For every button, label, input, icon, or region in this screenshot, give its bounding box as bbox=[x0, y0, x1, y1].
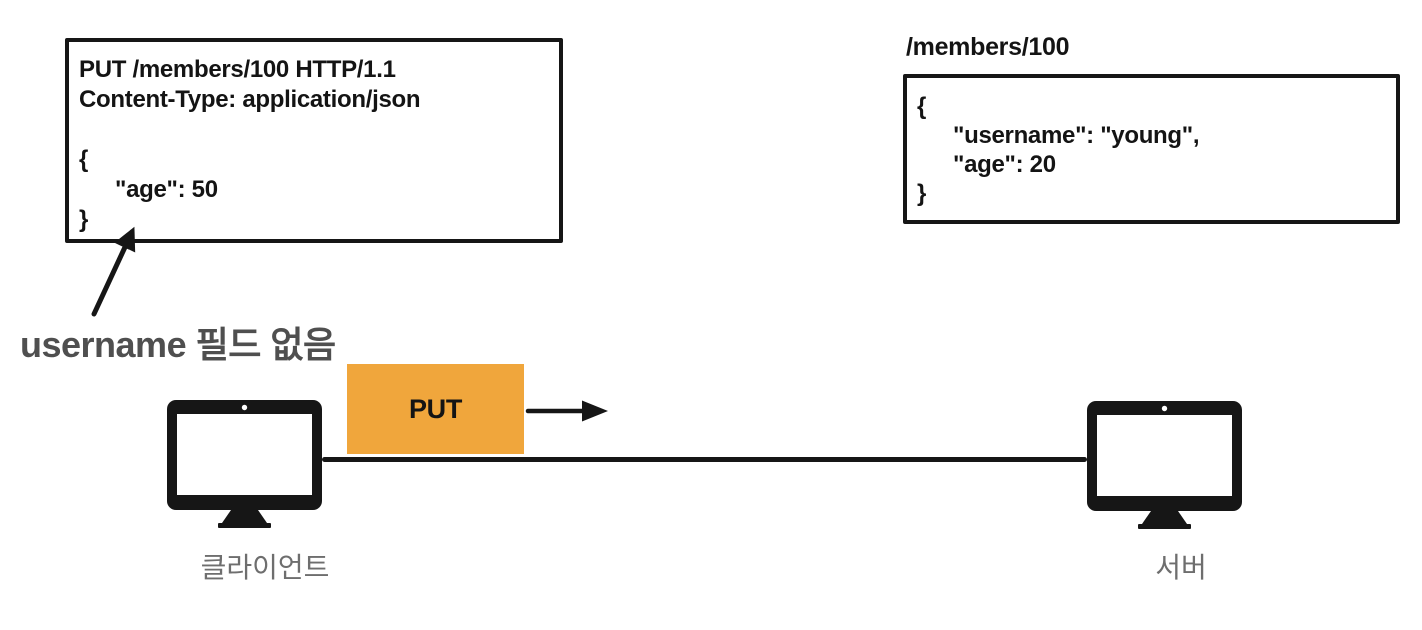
content-type-line: Content-Type: application/json bbox=[79, 86, 421, 113]
server-resource-box: { "username": "young", "age": 20 } bbox=[903, 74, 1400, 224]
request-direction-arrow-icon bbox=[525, 400, 608, 422]
request-json-close-brace: } bbox=[79, 206, 89, 233]
request-json-age-field: "age": 50 bbox=[115, 176, 218, 203]
client-computer-icon bbox=[167, 400, 322, 528]
put-method-box: PUT bbox=[347, 364, 524, 454]
put-method-label: PUT bbox=[408, 393, 463, 424]
resource-json-close-brace: } bbox=[917, 180, 927, 207]
annotation-text: username 필드 없음 bbox=[20, 324, 336, 365]
resource-json-age-field: "age": 20 bbox=[953, 151, 1056, 178]
resource-json-username-field: "username": "young", bbox=[953, 122, 1200, 149]
resource-json-open-brace: { bbox=[917, 93, 927, 120]
network-line bbox=[322, 457, 1087, 462]
request-json-open-brace: { bbox=[79, 146, 89, 173]
http-request-box: PUT /members/100 HTTP/1.1 Content-Type: … bbox=[65, 38, 563, 243]
client-label: 클라이언트 bbox=[200, 552, 330, 583]
request-line: PUT /members/100 HTTP/1.1 bbox=[79, 56, 396, 83]
server-computer-icon bbox=[1087, 401, 1242, 529]
annotation-arrow-icon bbox=[91, 226, 136, 317]
blank-line bbox=[79, 115, 547, 145]
server-label: 서버 bbox=[1155, 552, 1207, 583]
resource-path-label: /members/100 bbox=[906, 33, 1070, 61]
